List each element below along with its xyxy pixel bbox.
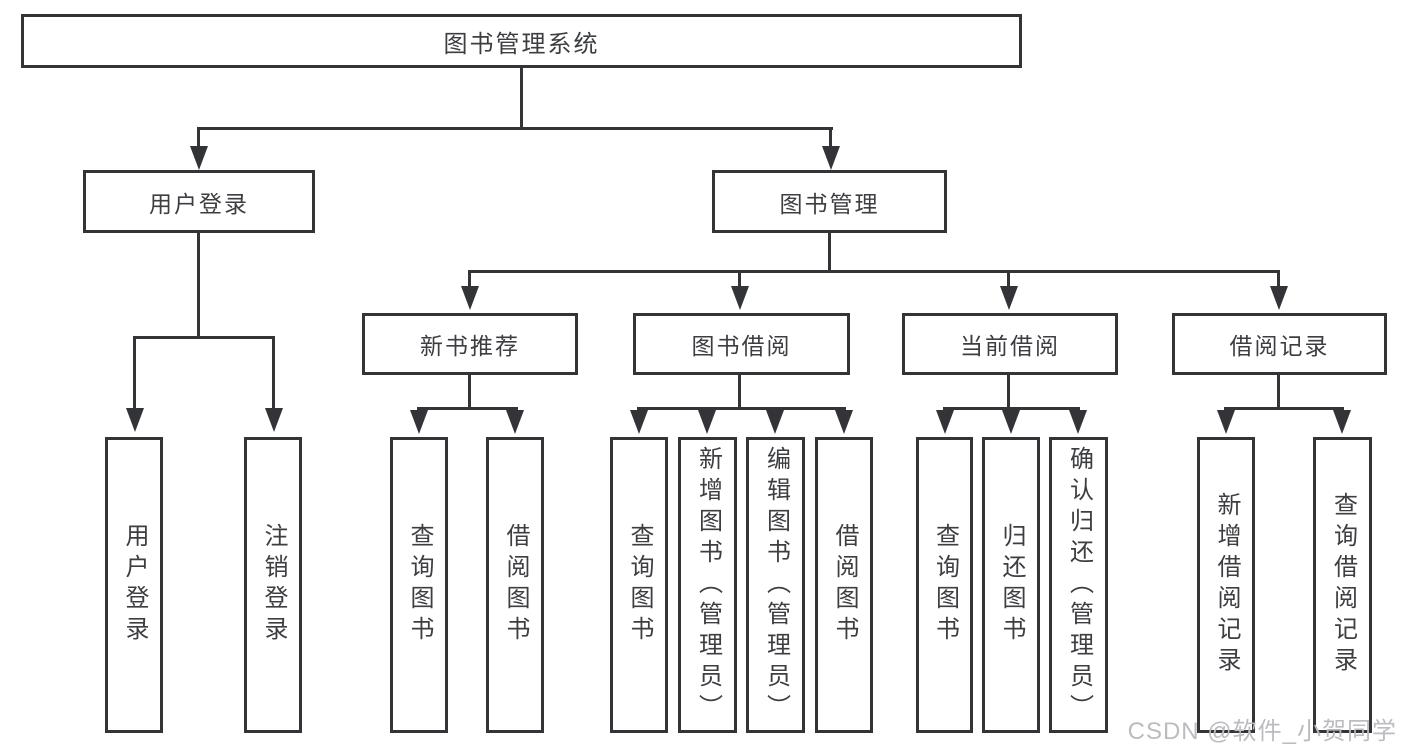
leaf-add-books-admin: 新增图书（管理员） bbox=[678, 437, 737, 733]
node-user-login-label: 用户登录 bbox=[149, 190, 249, 217]
arrow-down-icon bbox=[731, 286, 749, 310]
node-current-borrowing-label: 当前借阅 bbox=[960, 333, 1060, 359]
node-borrowing-records-label: 借阅记录 bbox=[1229, 333, 1330, 359]
leaf-user-login-label: 用户登录 bbox=[121, 523, 148, 647]
leaf-logout: 注销登录 bbox=[244, 437, 302, 733]
watermark: CSDN @软件_小贺同学 bbox=[1127, 718, 1397, 745]
leaf-query-books-2: 查询图书 bbox=[610, 437, 668, 733]
leaf-query-borrow-record: 查询借阅记录 bbox=[1313, 437, 1372, 733]
leaf-borrow-books-1: 借阅图书 bbox=[486, 437, 544, 733]
leaf-borrow-books-2: 借阅图书 bbox=[815, 437, 873, 733]
leaf-query-books-2-label: 查询图书 bbox=[626, 523, 653, 647]
connector-records-stem bbox=[1277, 375, 1280, 410]
connector-borrow-drop bbox=[738, 273, 741, 288]
connector-management-drop bbox=[829, 127, 832, 151]
leaf-borrow-books-1-label: 借阅图书 bbox=[502, 523, 529, 647]
connector-borrow-horizontal bbox=[637, 407, 846, 410]
node-library-system-label: 图书管理系统 bbox=[443, 30, 600, 58]
arrow-down-icon bbox=[126, 408, 144, 432]
connector-recommend-stem bbox=[468, 375, 471, 410]
arrow-down-icon bbox=[1217, 410, 1235, 434]
leaf-query-books-3-label: 查询图书 bbox=[931, 523, 959, 647]
connector-root-stem bbox=[520, 68, 523, 127]
node-user-login: 用户登录 bbox=[83, 170, 315, 233]
node-library-system: 图书管理系统 bbox=[21, 14, 1022, 68]
connector-login-child2-drop bbox=[272, 336, 275, 410]
node-current-borrowing: 当前借阅 bbox=[902, 313, 1118, 375]
leaf-add-borrow-record-label: 新增借阅记录 bbox=[1213, 492, 1240, 678]
arrow-down-icon bbox=[936, 410, 954, 434]
connector-management-stem bbox=[828, 233, 831, 273]
node-book-borrowing: 图书借阅 bbox=[633, 313, 850, 375]
arrow-down-icon bbox=[1270, 286, 1288, 310]
leaf-query-books-1: 查询图书 bbox=[390, 437, 448, 733]
connector-records-drop bbox=[1277, 273, 1280, 288]
arrow-down-icon bbox=[1069, 410, 1087, 434]
leaf-add-books-admin-label: 新增图书（管理员） bbox=[694, 445, 722, 725]
leaf-logout-label: 注销登录 bbox=[260, 523, 287, 647]
connector-login-drop bbox=[197, 127, 200, 151]
arrow-down-icon bbox=[1000, 286, 1018, 310]
leaf-edit-books-admin: 编辑图书（管理员） bbox=[746, 437, 805, 733]
leaf-user-login: 用户登录 bbox=[105, 437, 163, 733]
leaf-query-books-1-label: 查询图书 bbox=[406, 523, 433, 647]
arrow-down-icon bbox=[835, 410, 853, 434]
leaf-borrow-books-2-label: 借阅图书 bbox=[831, 523, 858, 647]
connector-records-horizontal bbox=[1224, 407, 1344, 410]
leaf-add-borrow-record: 新增借阅记录 bbox=[1197, 437, 1255, 733]
leaf-confirm-return-admin: 确认归还（管理员） bbox=[1049, 437, 1108, 733]
arrow-down-icon bbox=[822, 146, 840, 170]
arrow-down-icon bbox=[410, 410, 428, 434]
node-book-borrowing-label: 图书借阅 bbox=[691, 333, 792, 359]
connector-current-drop bbox=[1007, 273, 1010, 288]
connector-recommend-drop bbox=[468, 273, 471, 288]
node-borrowing-records: 借阅记录 bbox=[1172, 313, 1387, 375]
leaf-query-borrow-record-label: 查询借阅记录 bbox=[1329, 492, 1357, 678]
connector-borrow-stem bbox=[738, 375, 741, 410]
leaf-edit-books-admin-label: 编辑图书（管理员） bbox=[762, 445, 790, 725]
leaf-query-books-3: 查询图书 bbox=[916, 437, 973, 733]
node-book-management: 图书管理 bbox=[712, 170, 947, 233]
arrow-down-icon bbox=[506, 410, 524, 434]
connector-login-child1-drop bbox=[133, 336, 136, 410]
connector-level2-horizontal bbox=[197, 127, 833, 130]
leaf-return-books: 归还图书 bbox=[982, 437, 1040, 733]
arrow-down-icon bbox=[461, 286, 479, 310]
arrow-down-icon bbox=[766, 410, 784, 434]
leaf-confirm-return-admin-label: 确认归还（管理员） bbox=[1065, 445, 1093, 725]
arrow-down-icon bbox=[1333, 410, 1351, 434]
arrow-down-icon bbox=[630, 410, 648, 434]
connector-login-horizontal bbox=[133, 336, 275, 339]
connector-level3-horizontal bbox=[468, 270, 1280, 273]
connector-current-horizontal bbox=[943, 407, 1080, 410]
node-new-book-recommend: 新书推荐 bbox=[362, 313, 578, 375]
arrow-down-icon bbox=[698, 410, 716, 434]
arrow-down-icon bbox=[1002, 410, 1020, 434]
connector-recommend-horizontal bbox=[417, 407, 518, 410]
node-new-book-recommend-label: 新书推荐 bbox=[420, 333, 520, 359]
node-book-management-label: 图书管理 bbox=[779, 190, 880, 217]
connector-current-stem bbox=[1007, 375, 1010, 410]
leaf-return-books-label: 归还图书 bbox=[998, 523, 1025, 647]
arrow-down-icon bbox=[190, 146, 208, 170]
arrow-down-icon bbox=[265, 408, 283, 432]
connector-login-stem bbox=[197, 233, 200, 336]
